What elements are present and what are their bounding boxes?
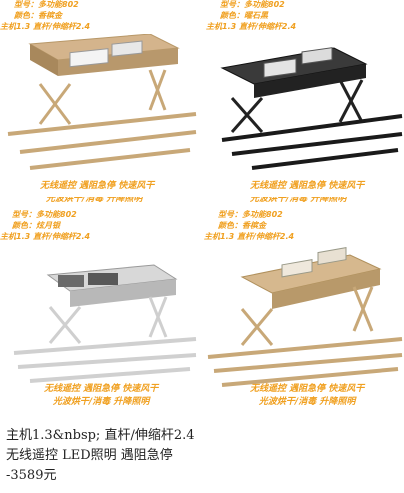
product-caption: 主机1.3&nbsp; 直杆/伸缩杆2.4 无线遥控 LED照明 遇阻急停 -3… bbox=[6, 426, 398, 486]
spec-color: 颜色：炫月银 bbox=[12, 221, 60, 230]
feature-line-1: 无线遥控 遇阻急停 快速风干 bbox=[40, 181, 155, 191]
clothes-rack-image bbox=[13, 264, 197, 383]
caption-price: -3589元 bbox=[6, 468, 57, 483]
product-panel-black[interactable]: 型号：多功能802 颜色：曜石黑 主机1.3 直杆/伸缩杆2.4 无线遥控 遇阻… bbox=[202, 0, 404, 197]
feature-line-2-prev: 光波烘干/消毒 升降照明 bbox=[250, 197, 347, 204]
spec-size: 主机1.3 直杆/伸缩杆2.4 bbox=[0, 232, 91, 241]
spec-model: 型号：多功能802 bbox=[218, 210, 283, 219]
caption-line-2: 无线遥控 LED照明 遇阻急停 bbox=[6, 448, 173, 463]
clothes-rack-image bbox=[220, 47, 403, 170]
product-panel-champagne-top[interactable]: 型号：多功能802 颜色：香槟金 主机1.3 直杆/伸缩杆2.4 无线遥控 遇阻… bbox=[0, 0, 202, 197]
clothes-rack-image bbox=[207, 247, 403, 387]
spec-size: 主机1.3 直杆/伸缩杆2.4 bbox=[0, 22, 91, 31]
feature-line-1: 无线遥控 遇阻急停 快速风干 bbox=[44, 384, 159, 394]
caption-line-1: 主机1.3&nbsp; 直杆/伸缩杆2.4 bbox=[6, 428, 195, 443]
feature-line-1: 无线遥控 遇阻急停 快速风干 bbox=[250, 384, 365, 394]
feature-line-2: 光波烘干/消毒 升降照明 bbox=[52, 397, 150, 407]
feature-line-1: 无线遥控 遇阻急停 快速风干 bbox=[250, 181, 365, 191]
spec-color: 颜色：香槟金 bbox=[14, 11, 62, 20]
spec-size: 主机1.3 直杆/伸缩杆2.4 bbox=[206, 22, 297, 31]
spec-model: 型号：多功能802 bbox=[12, 210, 77, 219]
spec-model: 型号：多功能802 bbox=[14, 0, 79, 9]
spec-model: 型号：多功能802 bbox=[220, 0, 285, 9]
feature-line-2: 光波烘干/消毒 升降照明 bbox=[258, 397, 356, 407]
product-panel-champagne[interactable]: 光波烘干/消毒 升降照明 型号：多功能802 颜色：香槟金 主机1.3 直杆/伸… bbox=[202, 197, 404, 423]
spec-color: 颜色：香槟金 bbox=[218, 221, 266, 230]
feature-line-2-prev: 光波烘干/消毒 升降照明 bbox=[46, 197, 143, 204]
spec-size: 主机1.3 直杆/伸缩杆2.4 bbox=[204, 232, 295, 241]
product-panel-silver[interactable]: 光波烘干/消毒 升降照明 型号：多功能802 颜色：炫月银 主机1.3 直杆/伸… bbox=[0, 197, 202, 423]
spec-color: 颜色：曜石黑 bbox=[220, 11, 268, 20]
clothes-rack-image bbox=[7, 34, 197, 170]
